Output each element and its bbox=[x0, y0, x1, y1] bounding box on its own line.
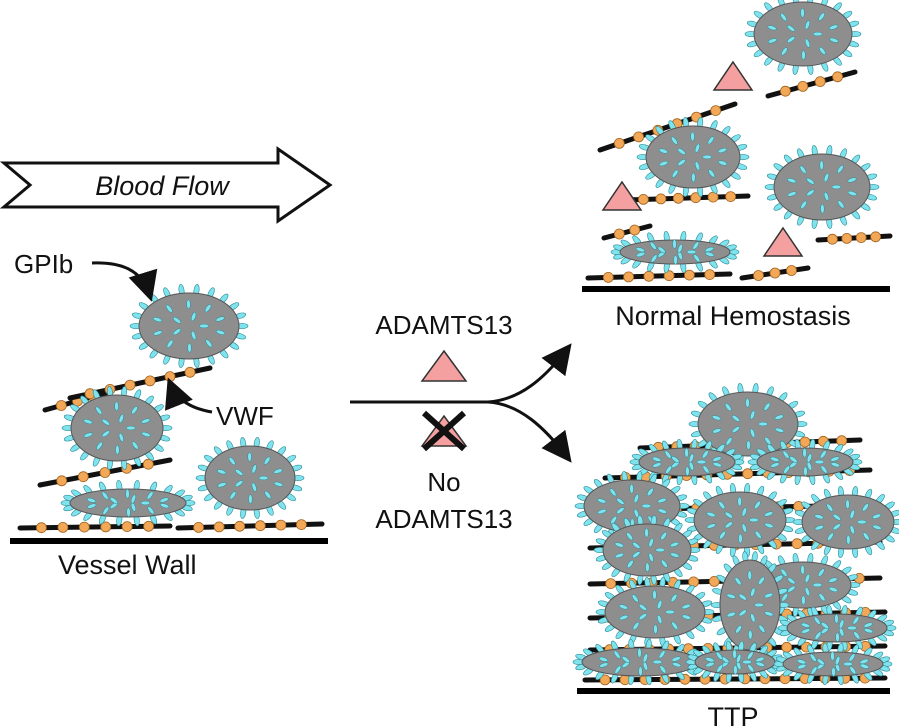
platelet-icon bbox=[744, 0, 862, 75]
platelet-icon bbox=[710, 551, 790, 659]
platelet-icon bbox=[593, 515, 701, 585]
vwf-strand bbox=[601, 223, 653, 241]
vessel-wall-ttp bbox=[577, 688, 890, 694]
platelet-icon bbox=[792, 486, 899, 558]
platelet-icon bbox=[685, 640, 785, 684]
vwf-strand bbox=[585, 269, 733, 283]
vessel-walls bbox=[10, 286, 890, 694]
gpib-label: GPIb bbox=[14, 249, 73, 279]
vwf-strand bbox=[623, 191, 751, 205]
vwf-strand bbox=[739, 265, 811, 281]
ttp-label: TTP bbox=[708, 702, 759, 728]
platelet-icon bbox=[629, 438, 745, 486]
platelet-icon bbox=[610, 230, 740, 274]
platelet-icon bbox=[636, 117, 750, 197]
platelet-icon bbox=[129, 284, 249, 368]
vwf-strand bbox=[815, 231, 893, 245]
blood-flow-arrow: Blood Flow bbox=[0, 146, 333, 224]
platelet-icon bbox=[195, 437, 305, 519]
x-mark-icon bbox=[421, 410, 467, 452]
no-adamts13-line2: ADAMTS13 bbox=[375, 504, 512, 534]
vwf-strand bbox=[37, 457, 173, 488]
platelet-icon bbox=[747, 438, 863, 486]
vessel-wall-left bbox=[10, 538, 328, 544]
vessel-wall-normal bbox=[582, 286, 890, 292]
vwf-label: VWF bbox=[216, 401, 274, 431]
platelet-icon bbox=[773, 642, 893, 686]
platelet-icon bbox=[60, 479, 196, 527]
vwf-strand bbox=[597, 101, 738, 153]
branch-up bbox=[487, 343, 572, 404]
adamts13-triangle-icon bbox=[420, 349, 468, 382]
platelets bbox=[60, 0, 899, 686]
vwf-strand bbox=[765, 69, 858, 99]
platelet-icon bbox=[595, 577, 715, 647]
branching-arrow: ADAMTS13 No ADAMTS13 bbox=[350, 310, 572, 534]
normal-adamts13-triangles bbox=[601, 60, 804, 257]
platelet-icon bbox=[61, 386, 173, 470]
left-annotations: GPIb VWF Vessel Wall bbox=[14, 249, 274, 580]
branch-down bbox=[487, 400, 572, 463]
blood-flow-label: Blood Flow bbox=[95, 171, 230, 201]
vwf-pointer-arrow bbox=[164, 377, 213, 414]
platelet-icon bbox=[777, 604, 897, 652]
vwf-strand bbox=[175, 519, 325, 533]
vwf-strand bbox=[17, 520, 173, 534]
triangle-icon bbox=[601, 180, 643, 211]
normal-hemostasis-label: Normal Hemostasis bbox=[615, 301, 851, 331]
platelet-icon bbox=[684, 483, 796, 557]
triangle-icon bbox=[762, 226, 804, 257]
platelet-icon bbox=[764, 145, 880, 229]
adamts13-label: ADAMTS13 bbox=[375, 310, 512, 340]
gpib-pointer-arrow bbox=[91, 261, 158, 302]
triangle-icon bbox=[712, 60, 754, 91]
no-adamts13-line1: No bbox=[427, 467, 460, 497]
vessel-wall-label: Vessel Wall bbox=[58, 550, 197, 580]
